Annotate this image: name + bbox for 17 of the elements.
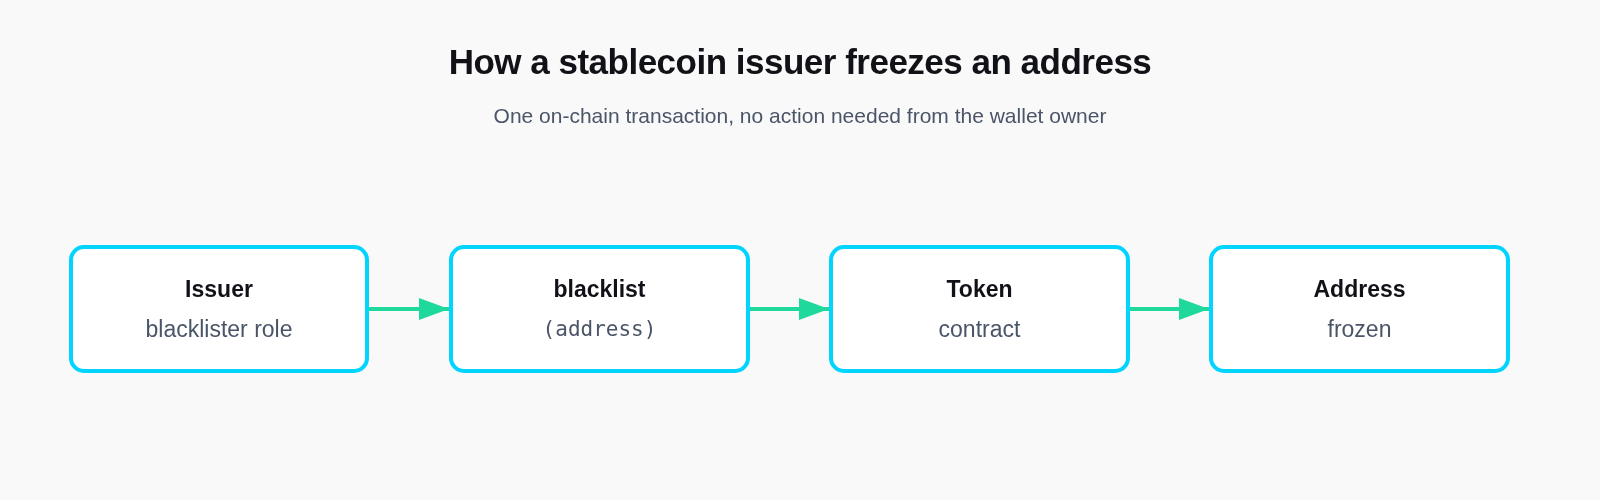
title: How a stablecoin issuer freezes an address (448, 42, 1152, 81)
node-subtitle: contract (938, 315, 1021, 343)
node-title: Issuer (185, 275, 253, 303)
arrow (369, 297, 449, 321)
node-subtitle: (address) (542, 316, 657, 343)
subtitle: One on-chain transaction, no action needed from the wallet owner (493, 104, 1107, 127)
node-subtitle: frozen (1327, 315, 1392, 343)
node-title: Token (946, 275, 1013, 303)
node-title: Address (1313, 275, 1406, 303)
arrow (1130, 297, 1209, 321)
process-box (1209, 245, 1510, 373)
process-box (829, 245, 1130, 373)
node-subtitle: blacklister role (145, 315, 293, 343)
node-title: blacklist (553, 275, 646, 303)
arrow (750, 297, 829, 321)
process-box (69, 245, 369, 373)
process-box (449, 245, 750, 373)
